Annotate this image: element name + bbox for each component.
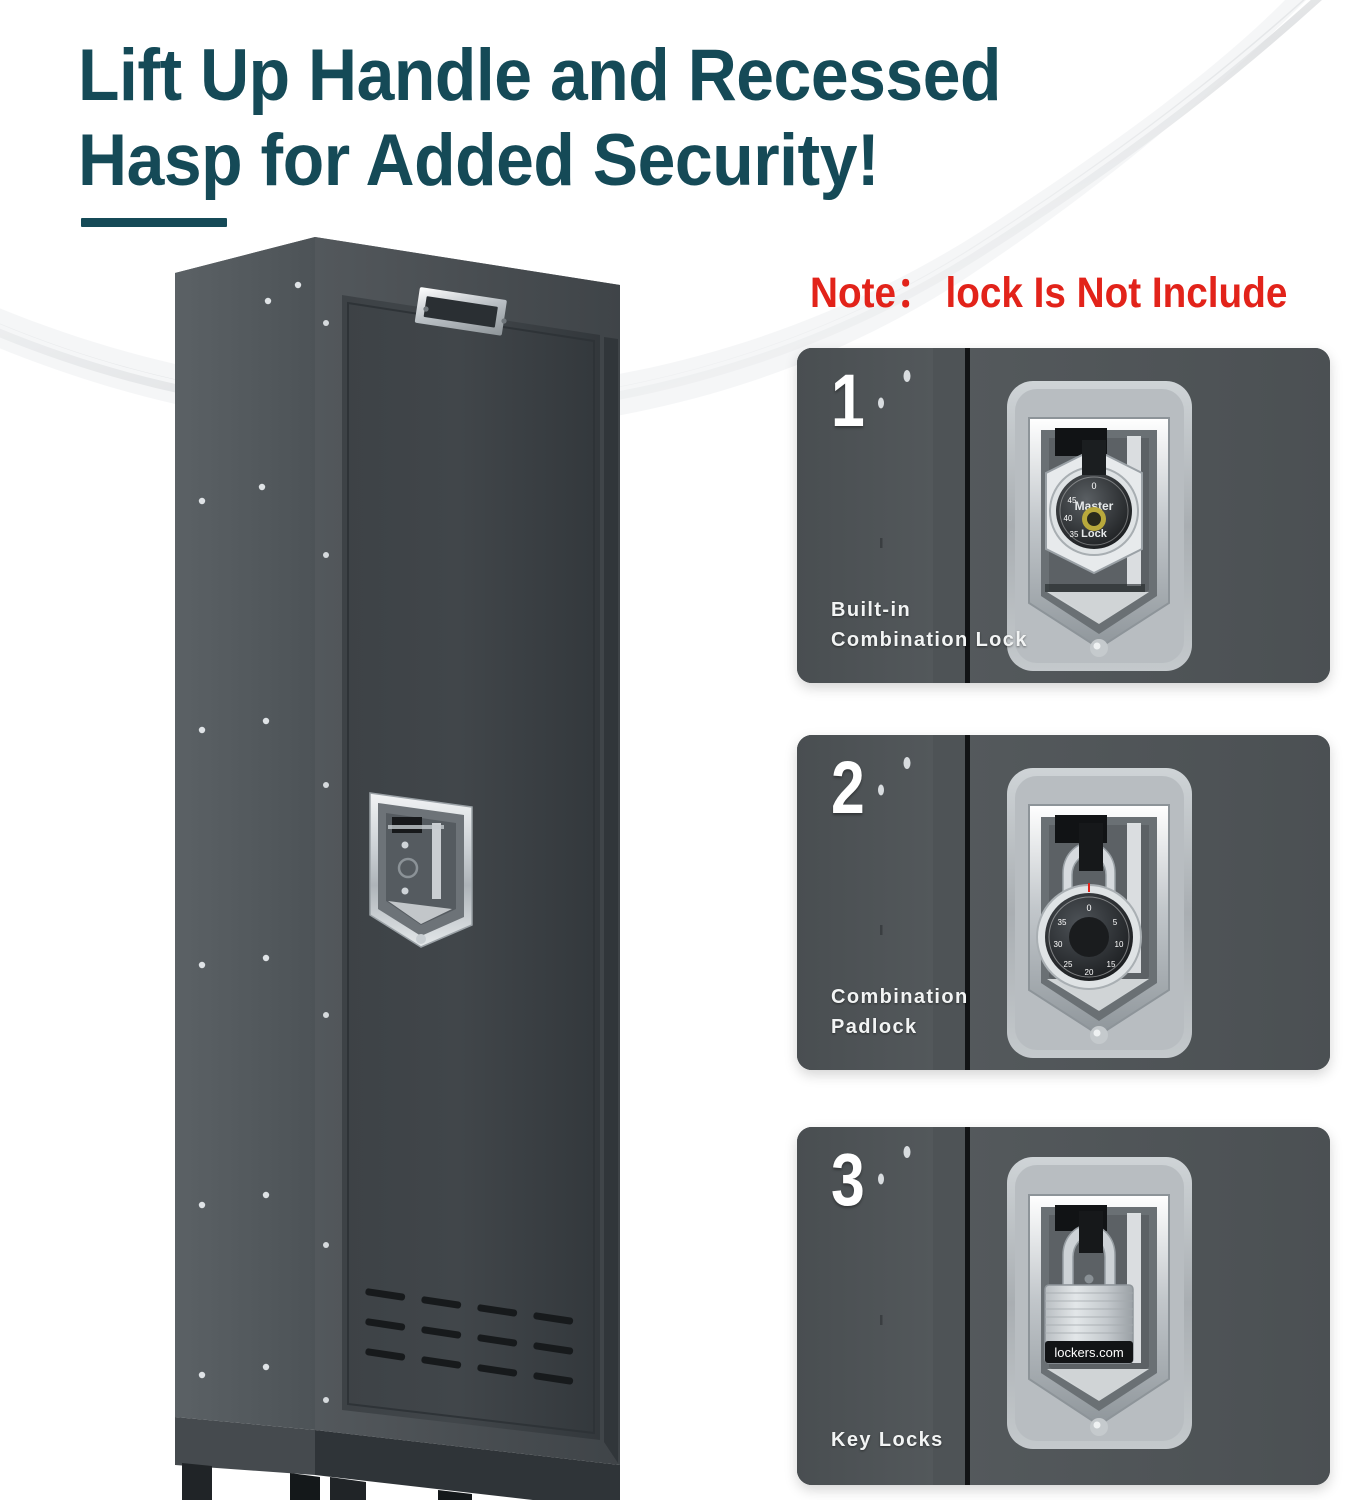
svg-text:25: 25	[1064, 960, 1073, 969]
feature-card-3[interactable]: lockers.com 3 Key Locks	[797, 1127, 1330, 1485]
svg-text:0: 0	[1091, 481, 1096, 491]
svg-text:40: 40	[1064, 514, 1073, 523]
svg-text:35: 35	[1070, 530, 1079, 539]
card-3-number: 3	[831, 1138, 865, 1221]
page-title: Lift Up Handle and Recessed Hasp for Add…	[78, 35, 1002, 201]
svg-text:45: 45	[1068, 496, 1077, 505]
locker-product-photo	[175, 237, 620, 1500]
svg-text:lockers.com: lockers.com	[1054, 1345, 1123, 1360]
svg-text:20: 20	[1085, 968, 1094, 977]
card-3-photo: lockers.com	[797, 1127, 1330, 1485]
card-3-label: Key Locks	[831, 1429, 944, 1451]
ventilation-slots	[365, 1288, 574, 1385]
card-1-number: 1	[831, 359, 865, 442]
feature-card-1[interactable]: 0 45 40 35 Master Lock 1 Built-in Combin…	[797, 348, 1330, 683]
svg-text:10: 10	[1115, 940, 1124, 949]
note-text: Note： lock Is Not Include	[810, 269, 1288, 317]
card-2-label: Combination Padlock	[831, 986, 969, 1038]
card-2-number: 2	[831, 746, 865, 829]
locker-legs	[182, 1463, 472, 1500]
card-1-label: Built-in Combination Lock	[831, 599, 1028, 651]
locker-nameplate	[414, 287, 507, 336]
svg-text:Lock: Lock	[1081, 528, 1108, 540]
svg-text:5: 5	[1113, 918, 1118, 927]
svg-text:30: 30	[1054, 940, 1063, 949]
card-2-photo: 0 35 30 25 20 15 10 5	[797, 735, 1330, 1070]
feature-card-2[interactable]: 0 35 30 25 20 15 10 5 2 Combination Padl…	[797, 735, 1330, 1070]
locker-lift-handle	[369, 792, 473, 948]
svg-text:0: 0	[1086, 903, 1091, 913]
card-1-photo: 0 45 40 35 Master Lock	[797, 348, 1330, 683]
title-accent-bar	[81, 218, 227, 227]
svg-text:15: 15	[1107, 960, 1116, 969]
svg-text:Master: Master	[1075, 499, 1114, 513]
svg-text:35: 35	[1058, 918, 1067, 927]
